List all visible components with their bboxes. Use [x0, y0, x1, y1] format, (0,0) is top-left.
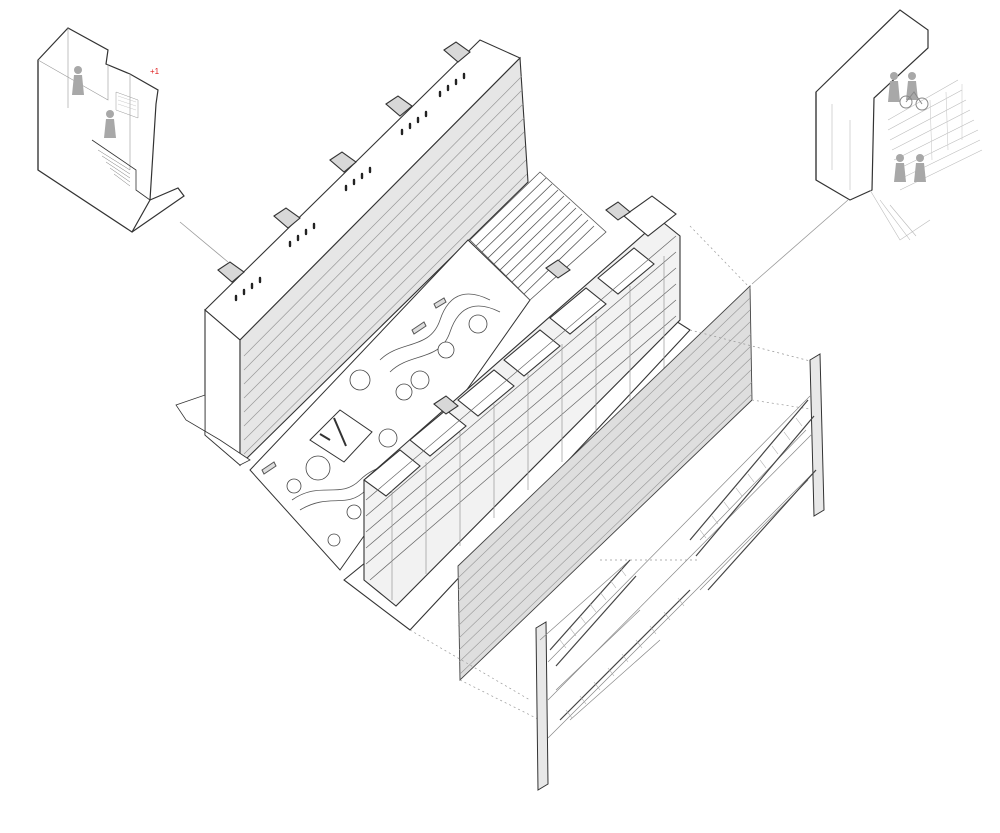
- balcony-stair-treads: [559, 417, 803, 719]
- rear-slab-facade-bands: [243, 75, 528, 455]
- right-inset-balcony-slats: [869, 79, 983, 241]
- balcony-columns: [535, 353, 825, 791]
- sports-pitch: [309, 409, 373, 463]
- rear-slab-roof-windows: [234, 72, 466, 302]
- courtyard-benches: [261, 297, 447, 475]
- bicycle-icon: [899, 91, 929, 111]
- facade-screen-slats: [457, 297, 753, 675]
- leader-line-right: [751, 199, 849, 285]
- left-inset-stair-detail: [37, 27, 185, 233]
- right-inset-gallery-detail: [815, 9, 929, 201]
- left-inset-people-icon: [72, 66, 116, 138]
- courtyard-trees: [286, 314, 488, 547]
- rear-slab-block: [175, 39, 529, 467]
- front-stepped-block: [343, 195, 691, 631]
- balcony-stair-rails: [549, 399, 817, 721]
- leader-line-left: [179, 221, 229, 263]
- front-block-floor-lines: [365, 235, 677, 600]
- level-marker: +1: [150, 67, 160, 76]
- right-inset-people-icon: [888, 72, 926, 182]
- projection-lines: [409, 225, 817, 721]
- timber-deck: [469, 171, 607, 301]
